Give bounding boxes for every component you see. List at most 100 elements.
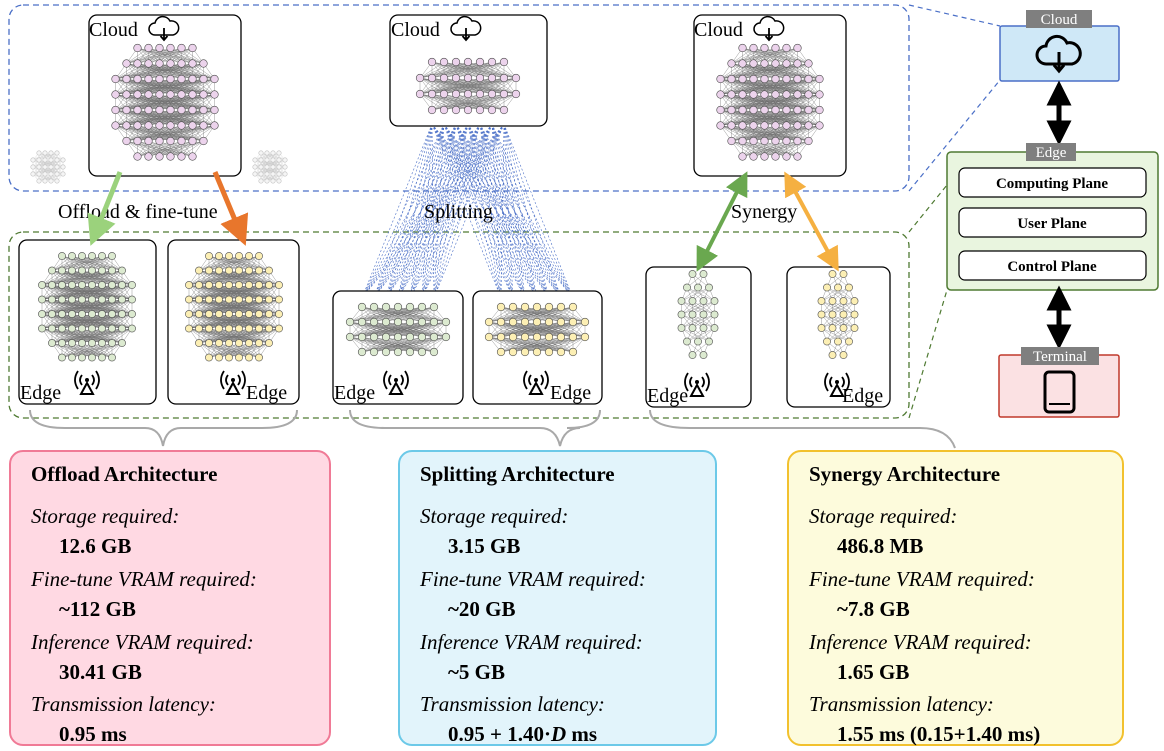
- side-terminal-tag-bg: [1021, 347, 1099, 365]
- split-link: [421, 123, 493, 299]
- edge-model-splitting-2: [484, 302, 590, 357]
- split-link: [361, 123, 469, 299]
- split-link: [467, 123, 526, 299]
- computing-plane-label: Computing Plane: [996, 176, 1108, 192]
- edge-model-synergy-2: [817, 270, 859, 359]
- brace-synergy: [649, 409, 956, 449]
- edge-region: [8, 231, 910, 419]
- inference-vram-label: Inference VRAM required:: [420, 630, 643, 654]
- split-link: [503, 123, 550, 299]
- split-link: [433, 123, 493, 299]
- side-edge-tag: Edge: [1036, 145, 1067, 161]
- storage-value: 486.8 MB: [837, 534, 924, 558]
- cloud-label-offload: Cloud: [89, 19, 138, 41]
- edge-label: Edge: [334, 382, 375, 404]
- split-link: [491, 123, 514, 299]
- antenna-icon: [383, 370, 409, 395]
- antenna-icon: [824, 372, 850, 397]
- storage-label: Storage required:: [809, 504, 958, 528]
- split-link: [500, 123, 505, 299]
- split-link: [431, 123, 526, 299]
- split-link: [397, 123, 493, 299]
- antenna-icon: [684, 372, 710, 397]
- card-title: Offload Architecture: [31, 462, 218, 486]
- edge-label: Edge: [842, 385, 883, 407]
- cloud-box-synergy: [693, 14, 847, 177]
- edge-label: Edge: [246, 382, 287, 404]
- split-link: [443, 123, 538, 299]
- user-plane-box: [958, 207, 1147, 238]
- edge-label: Edge: [20, 382, 61, 404]
- card-title: Synergy Architecture: [809, 462, 1001, 486]
- split-link: [433, 123, 505, 299]
- synergy-arrow-orange: [784, 171, 839, 272]
- control-plane-label: Control Plane: [1007, 259, 1097, 275]
- split-link: [361, 123, 433, 299]
- split-link: [373, 123, 505, 299]
- latency-value-variable: D: [550, 722, 567, 746]
- split-link: [479, 123, 514, 299]
- storage-value: 12.6 GB: [59, 534, 132, 558]
- split-link: [503, 123, 574, 299]
- brace-splitting: [349, 409, 601, 447]
- split-link: [361, 123, 457, 299]
- synergy-arrow-green: [696, 171, 748, 272]
- edge-model-synergy-1: [677, 270, 719, 359]
- split-link: [409, 123, 505, 299]
- offload-architecture-card: Offload Architecture Storage required: 1…: [9, 450, 331, 746]
- split-link: [479, 123, 502, 299]
- edge-label: Edge: [550, 382, 591, 404]
- latency-label: Transmission latency:: [31, 692, 216, 716]
- faded-network-left: [30, 150, 66, 184]
- mode-label-synergy: Synergy: [731, 201, 797, 223]
- side-edge-tag-bg: [1026, 143, 1076, 161]
- split-link: [409, 123, 433, 299]
- mode-label-offload: Offload & fine-tune: [58, 201, 218, 223]
- cloud-label-splitting: Cloud: [391, 19, 440, 41]
- split-link: [503, 123, 526, 299]
- split-link: [479, 123, 538, 299]
- control-plane-box: [958, 250, 1147, 281]
- brace-offload: [29, 409, 298, 447]
- cloud-download-icon: [450, 15, 482, 42]
- edge-model-offload-1: [38, 252, 136, 362]
- card-title: Splitting Architecture: [420, 462, 615, 486]
- inference-vram-label: Inference VRAM required:: [31, 630, 254, 654]
- split-link: [491, 123, 574, 299]
- finetune-vram-value: ~112 GB: [59, 597, 136, 621]
- computing-plane-box: [958, 167, 1147, 198]
- storage-label: Storage required:: [31, 504, 180, 528]
- split-link: [373, 123, 469, 299]
- finetune-vram-value: ~20 GB: [448, 597, 516, 621]
- cloud-region: [8, 4, 910, 192]
- split-link: [467, 123, 502, 299]
- inference-vram-value: ~5 GB: [448, 660, 506, 684]
- offload-arrow-orange: [212, 171, 249, 246]
- storage-label: Storage required:: [420, 504, 569, 528]
- split-link: [385, 123, 481, 299]
- edge-connector-top: [908, 184, 948, 233]
- split-link: [503, 123, 538, 299]
- split-link: [361, 123, 505, 299]
- split-link: [385, 123, 505, 299]
- antenna-icon: [74, 370, 100, 395]
- split-link: [503, 123, 562, 299]
- inference-vram-label: Inference VRAM required:: [809, 630, 1032, 654]
- latency-label: Transmission latency:: [809, 692, 994, 716]
- split-link: [479, 123, 526, 299]
- split-link: [397, 123, 505, 299]
- split-link: [491, 123, 538, 299]
- cloud-connector-top: [908, 4, 1001, 27]
- finetune-vram-label: Fine-tune VRAM required:: [31, 567, 257, 591]
- cloud-download-icon: [1035, 34, 1082, 74]
- split-link: [409, 123, 469, 299]
- splitting-architecture-card: Splitting Architecture Storage required:…: [398, 450, 717, 746]
- split-link: [373, 123, 445, 299]
- side-cloud-tag-bg: [1026, 10, 1092, 28]
- edge-label: Edge: [647, 385, 688, 407]
- edge-model-splitting-1: [345, 302, 451, 357]
- cloud-download-icon: [753, 15, 785, 42]
- split-link: [421, 123, 481, 299]
- inference-vram-value: 1.65 GB: [837, 660, 910, 684]
- split-link: [503, 123, 514, 299]
